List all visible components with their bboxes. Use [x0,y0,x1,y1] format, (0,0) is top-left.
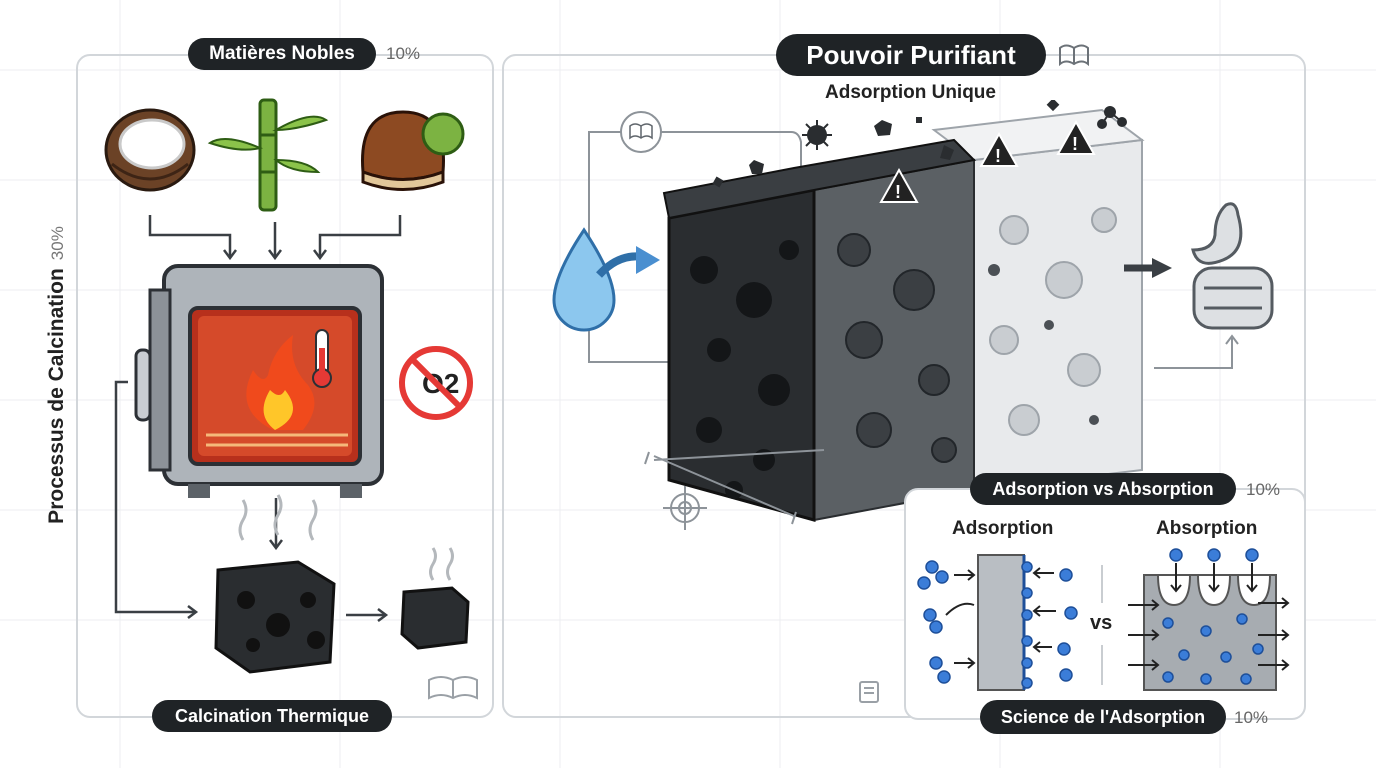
bamboo-icon [207,98,329,212]
stomach-intestine-icon [1191,202,1274,330]
comparison-title: Adsorption vs Absorption [970,473,1236,505]
vs-label: vs [1090,612,1113,634]
flame-icon [246,335,315,430]
svg-text:!: ! [895,182,901,202]
book-icon [428,676,478,700]
materials-percent: 10% [386,44,421,63]
adsorption-science-percent: 10% [1234,708,1269,727]
molecule-icon [1097,106,1127,129]
charcoal-block-icon [214,560,336,674]
svg-text:!: ! [1072,134,1078,154]
adsorption-label: Adsorption [952,518,1054,539]
book-icon [1059,44,1089,67]
adsorption-science-title: Science de l'Adsorption [980,700,1226,734]
no-oxygen-icon: O2 [399,346,473,420]
purifying-title: Pouvoir Purifiant [776,34,1046,76]
absorption-label: Absorption [1156,518,1258,539]
chestnut-icon [361,110,465,191]
virus-icon [802,120,832,150]
oven-icon [134,264,384,498]
calcination-illustration: O2 [104,98,478,700]
svg-text:!: ! [995,146,1001,166]
thermometer-icon [312,329,332,388]
calcination-footer-title: Calcination Thermique [152,700,392,732]
target-icon [663,486,707,530]
comparison-illustration [917,548,1290,691]
charcoal-small-icon [400,586,470,650]
comparison-percent: 10% [1246,480,1281,499]
note-icon [859,681,879,703]
coconut-icon [104,108,196,192]
warning-icon: ! [979,131,1019,167]
book-icon [620,111,662,153]
calcination-process-percent: 30% [48,226,67,261]
adsorption-subtitle: Adsorption Unique [825,82,996,103]
water-drop-icon [552,227,660,332]
purifying-illustration: ! ! ! [552,100,1274,703]
calcination-process-label: Processus de Calcination30% [45,226,68,524]
materials-title: Matières Nobles [188,38,376,70]
porous-carbon-block-icon [662,108,1145,522]
warning-icon: ! [879,167,919,203]
warning-icon: ! [1056,119,1096,155]
